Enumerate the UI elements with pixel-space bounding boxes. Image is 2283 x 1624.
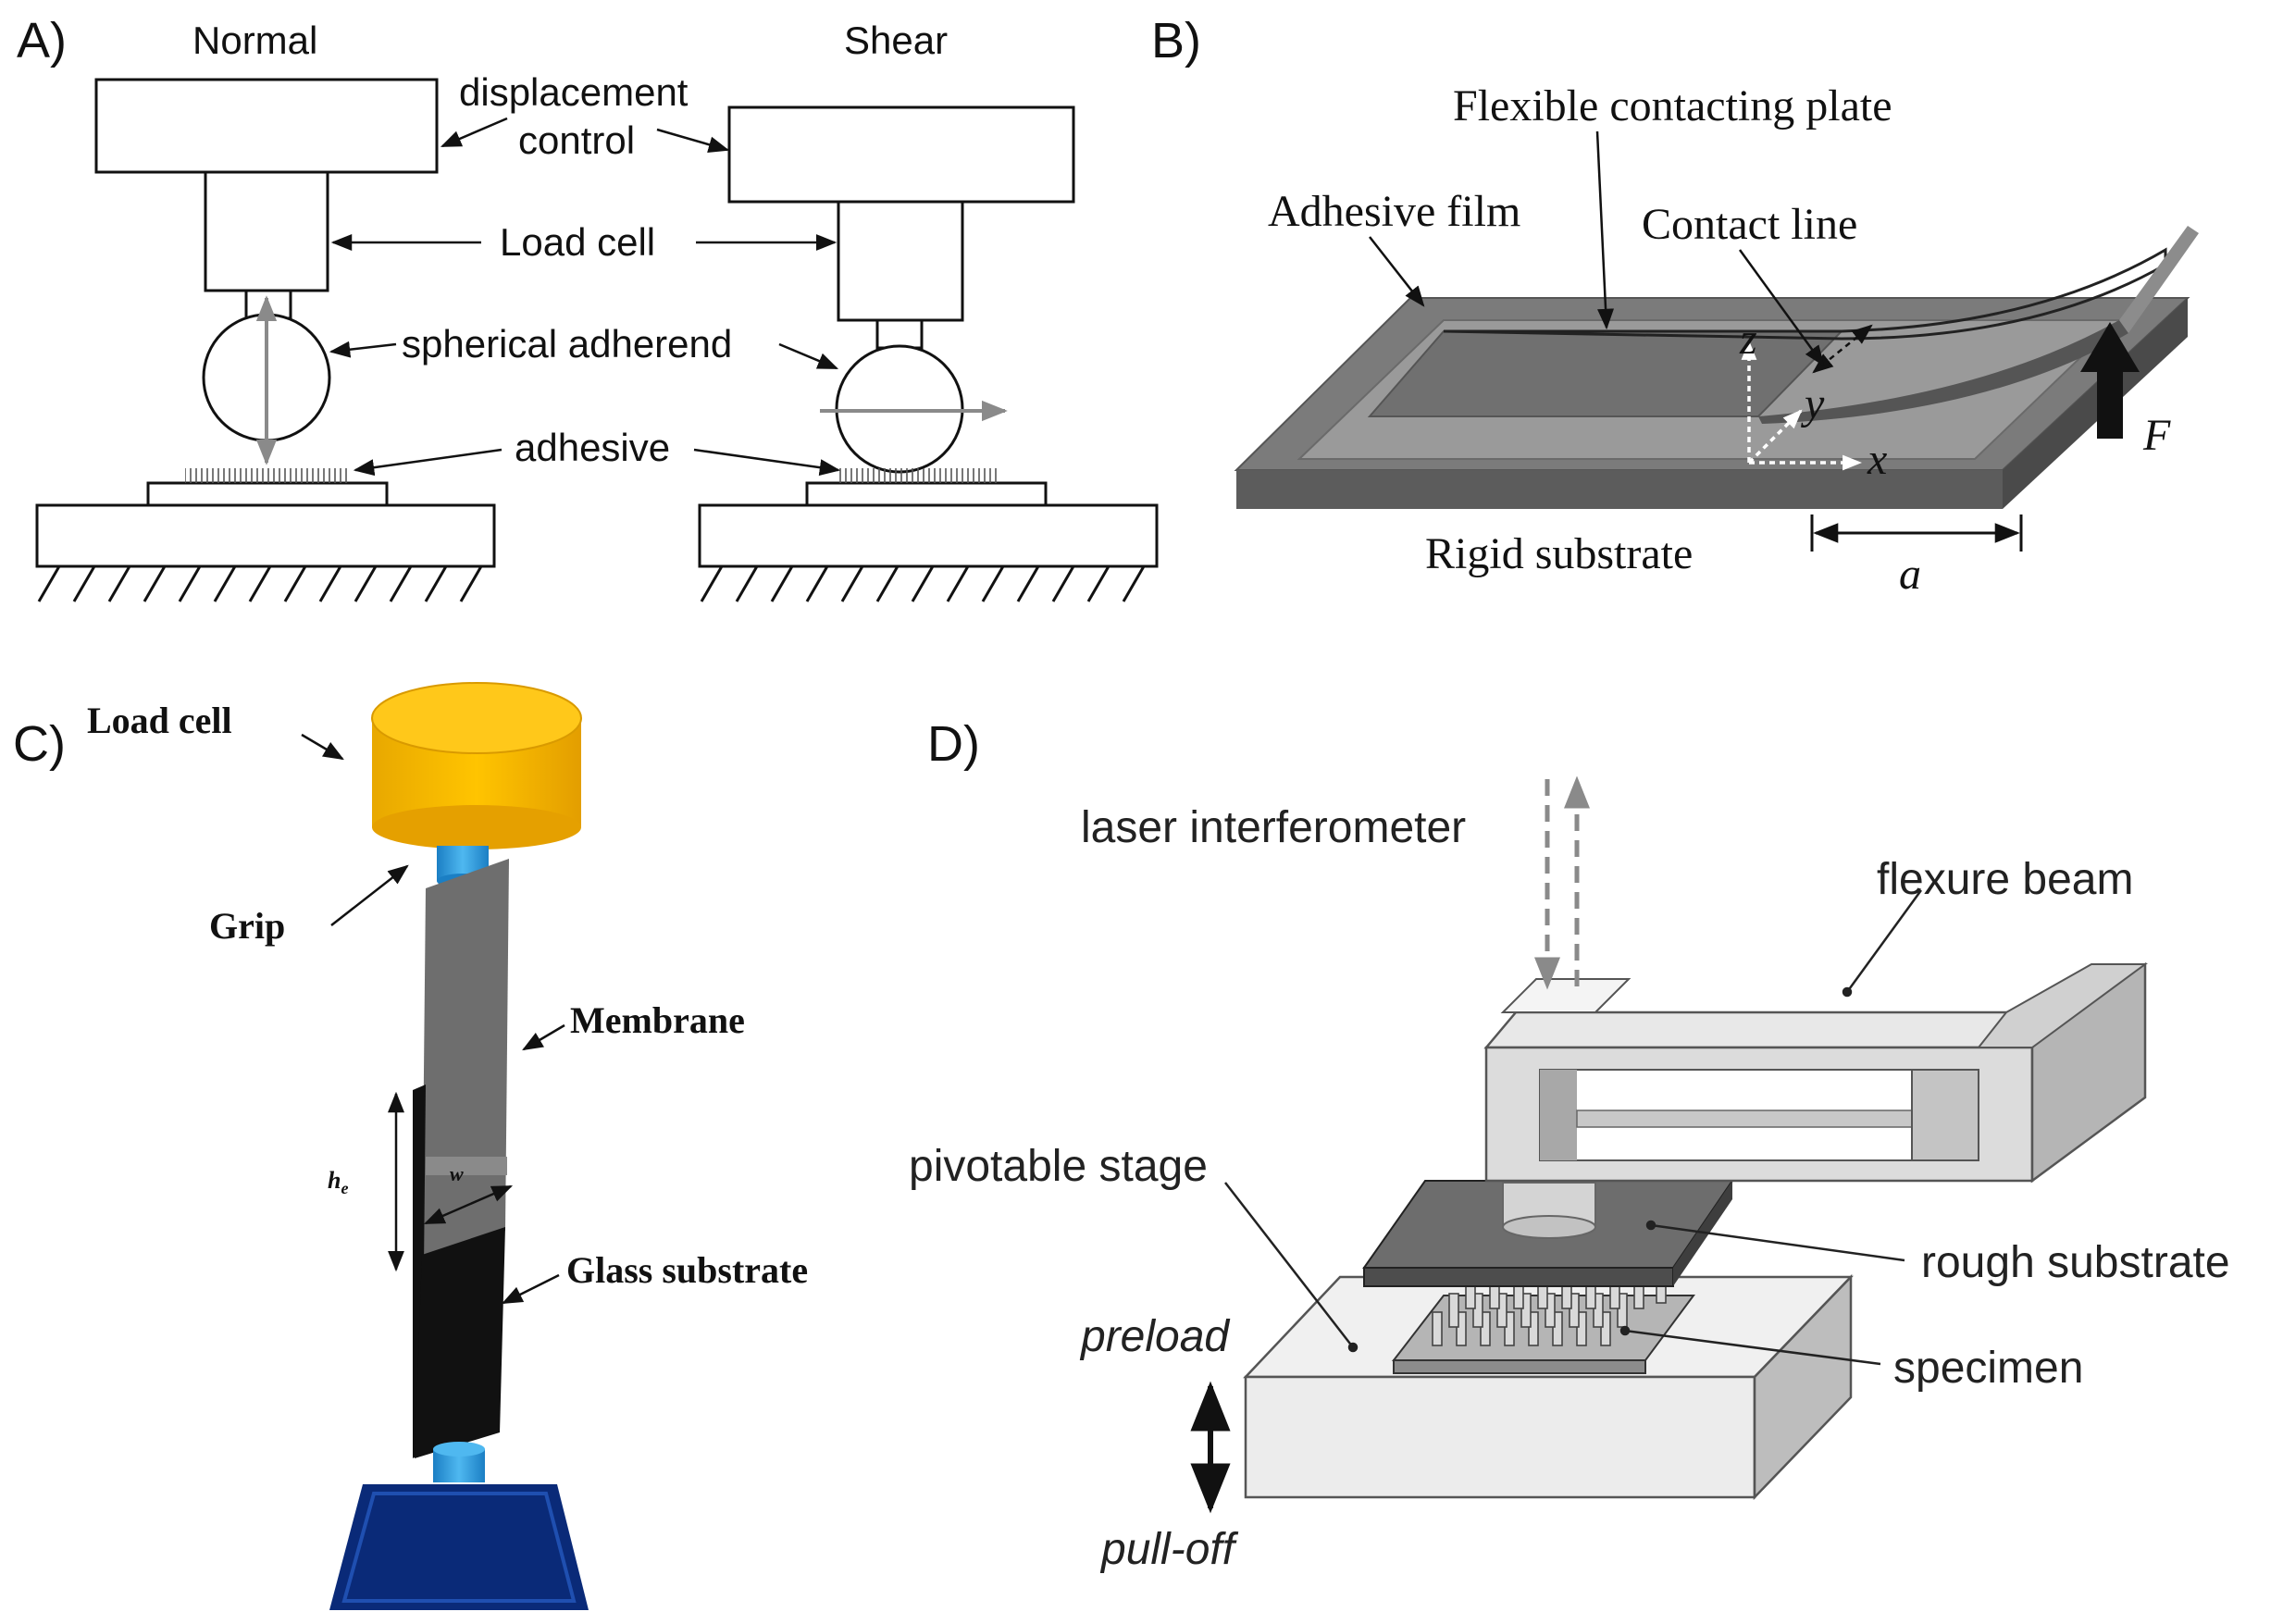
shear-title: Shear	[844, 19, 948, 62]
width-symbol: w	[450, 1162, 464, 1185]
normal-title: Normal	[192, 19, 317, 62]
flexure-beam-inner-beam	[1576, 1110, 1913, 1128]
contact-line-label: Contact line	[1642, 200, 1857, 249]
panel-d-label: D)	[927, 716, 980, 772]
specimen-base-front	[1393, 1359, 1646, 1374]
load-cell-label-c: Load cell	[87, 700, 232, 741]
panel-b-label: B)	[1151, 13, 1201, 68]
flexure-beam-inner-left	[1540, 1070, 1577, 1160]
panel-a-leader-arrows	[329, 117, 841, 477]
axis-x-label: x	[1867, 435, 1887, 484]
load-cell-bottom	[372, 805, 581, 849]
force-label: F	[2142, 411, 2171, 460]
panel-a-label: A)	[17, 13, 67, 68]
grip-label: Grip	[209, 905, 285, 947]
normal-load-cell	[204, 170, 329, 292]
panel-d-leader-lines	[1224, 889, 1923, 1366]
width-dimension	[423, 1184, 514, 1225]
shear-load-cell	[837, 200, 964, 322]
normal-setup	[35, 78, 496, 568]
panel-c: C) he w Load cell Grip Membrane Glass su…	[13, 682, 808, 1610]
shear-ground-block	[698, 503, 1159, 568]
flexure-beam-right-post	[1911, 1069, 1979, 1161]
normal-ground-block	[35, 503, 496, 568]
flexure-beam-label: flexure beam	[1877, 855, 2133, 904]
glass-substrate-label: Glass substrate	[566, 1249, 808, 1291]
grip-bottom-top	[433, 1442, 485, 1457]
panel-b-leader-arrows	[1369, 130, 1825, 366]
preload-label: preload	[1079, 1312, 1230, 1361]
force-arrow	[2080, 322, 2140, 439]
rough-substrate-front	[1363, 1267, 1674, 1287]
displacement-label-line2: control	[518, 118, 635, 162]
laser-interferometer-label: laser interferometer	[1081, 803, 1466, 852]
shear-neck	[875, 318, 924, 350]
flexible-plate-bonded	[1367, 330, 1844, 417]
mirror-pad	[1500, 978, 1632, 1013]
stand-base-rim	[341, 1492, 577, 1603]
rigid-substrate-front	[1236, 470, 2003, 509]
shear-displacement-block	[727, 105, 1075, 204]
membrane-band	[426, 1157, 507, 1175]
normal-displacement-block	[94, 78, 439, 174]
panel-b: B) F x y z a Flexible contacting plate	[1151, 13, 2199, 599]
spherical-adherend-label: spherical adherend	[402, 322, 732, 366]
load-cell-top	[371, 682, 582, 754]
panel-d: D)	[909, 716, 2230, 1574]
shear-adhesive-hairs	[838, 468, 998, 483]
flexible-plate-label: Flexible contacting plate	[1453, 81, 1892, 130]
adhesive-film-label: Adhesive film	[1268, 187, 1520, 236]
panel-a: A) Normal Shear	[17, 13, 1159, 602]
rigid-substrate-label: Rigid substrate	[1425, 529, 1693, 578]
panel-c-leader-arrows	[301, 733, 565, 1305]
normal-adhesive-plate	[146, 481, 389, 507]
shear-ground-hatch	[700, 565, 1146, 602]
pull-off-label: pull-off	[1099, 1525, 1239, 1574]
load-cell-label: Load cell	[500, 220, 655, 264]
axes	[1741, 340, 1863, 471]
axis-z-label: z	[1739, 315, 1757, 364]
membrane	[422, 859, 509, 1257]
shear-adhesive-plate	[805, 481, 1048, 507]
stage-front	[1244, 1375, 1756, 1499]
stage-side	[1753, 1273, 1853, 1501]
height-symbol: he	[328, 1167, 348, 1197]
normal-ground-hatch	[37, 565, 483, 602]
displacement-label-line1: displacement	[459, 70, 689, 114]
glass-substrate	[415, 1227, 505, 1458]
crack-length-label: a	[1899, 550, 1921, 599]
axis-y-label: y	[1800, 379, 1825, 428]
flexure-beam-end-block	[1976, 963, 2149, 1048]
normal-adhesive-hairs	[185, 468, 348, 483]
flexure-beam-top	[1483, 1010, 2065, 1049]
specimen-label: specimen	[1893, 1344, 2083, 1393]
probe-cylinder-end	[1502, 1215, 1596, 1239]
rigid-substrate-side	[2003, 298, 2188, 509]
stand-base	[329, 1484, 589, 1610]
membrane-label: Membrane	[570, 999, 745, 1041]
adhesive-label: adhesive	[515, 426, 670, 469]
pivotable-stage-label: pivotable stage	[909, 1142, 1208, 1191]
flexible-plate-lifted	[2119, 226, 2199, 333]
shear-setup	[698, 105, 1159, 568]
panel-c-label: C)	[13, 716, 66, 772]
rough-substrate-label: rough substrate	[1921, 1238, 2230, 1287]
